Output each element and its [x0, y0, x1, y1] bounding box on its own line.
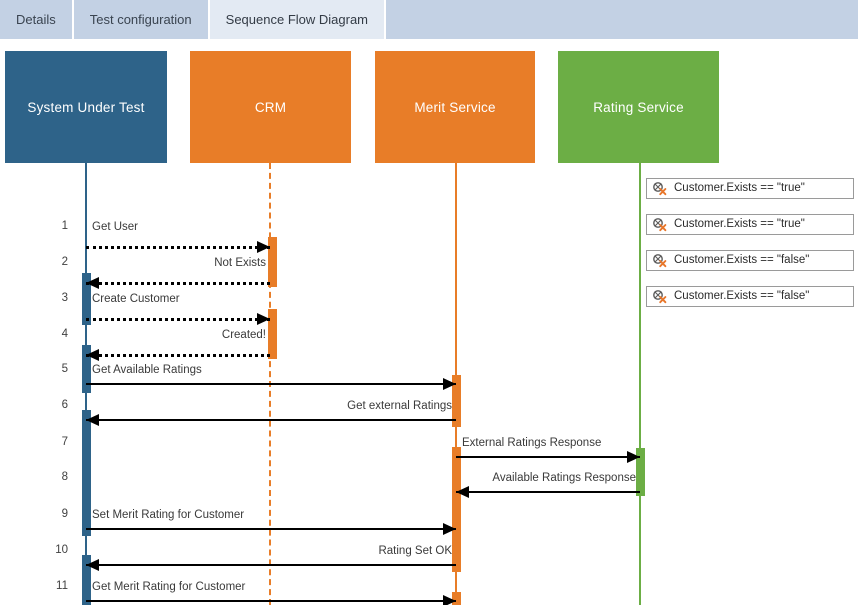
- lifeline-rating-service: [639, 163, 641, 605]
- message-arrowhead: [86, 277, 99, 289]
- activation-bar: [82, 345, 91, 393]
- activation-bar: [82, 555, 91, 605]
- message-arrowhead: [257, 313, 270, 325]
- message-line[interactable]: [86, 600, 456, 602]
- message-arrowhead: [86, 559, 99, 571]
- condition-text: Customer.Exists == "true": [674, 181, 805, 194]
- message-line[interactable]: [86, 419, 456, 421]
- message-label: Get Available Ratings: [92, 364, 202, 376]
- message-label: Get User: [92, 221, 139, 233]
- message-arrowhead: [257, 241, 270, 253]
- activation-bar: [82, 273, 91, 325]
- condition-icon: [652, 289, 667, 304]
- message-label: Created!: [221, 329, 266, 341]
- condition-icon: [652, 217, 667, 232]
- actor-box-merit-service[interactable]: Merit Service: [375, 51, 535, 163]
- message-number: 9: [61, 508, 68, 520]
- message-arrowhead: [627, 451, 640, 463]
- activation-bar: [82, 410, 91, 536]
- message-arrowhead: [443, 595, 456, 605]
- message-line[interactable]: [86, 354, 270, 357]
- message-line[interactable]: [86, 383, 456, 385]
- condition-icon: [652, 253, 667, 268]
- activation-bar: [452, 484, 461, 536]
- activation-bar: [268, 237, 277, 287]
- message-number: 1: [61, 220, 68, 232]
- condition-text: Customer.Exists == "true": [674, 217, 805, 230]
- message-arrowhead: [456, 486, 469, 498]
- condition-annotation-box[interactable]: Customer.Exists == "false": [646, 286, 854, 307]
- actor-box-rating-service[interactable]: Rating Service: [558, 51, 719, 163]
- message-arrowhead: [86, 349, 99, 361]
- tab-test-configuration[interactable]: Test configuration: [73, 0, 210, 39]
- activation-bar: [636, 448, 645, 496]
- message-arrowhead: [443, 378, 456, 390]
- message-number: 6: [61, 399, 68, 411]
- message-label: Available Ratings Response: [492, 472, 636, 484]
- message-number: 8: [61, 471, 68, 483]
- actor-box-system-under-test[interactable]: System Under Test: [5, 51, 167, 163]
- actor-box-crm[interactable]: CRM: [190, 51, 351, 163]
- message-line[interactable]: [456, 456, 640, 458]
- activation-bar: [452, 520, 461, 572]
- condition-annotation-box[interactable]: Customer.Exists == "true": [646, 214, 854, 235]
- condition-text: Customer.Exists == "false": [674, 289, 810, 302]
- message-label: Create Customer: [92, 293, 180, 305]
- message-arrowhead: [86, 414, 99, 426]
- condition-text: Customer.Exists == "false": [674, 253, 810, 266]
- message-label: Get external Ratings: [347, 400, 452, 412]
- activation-bar: [452, 375, 461, 427]
- message-number: 7: [61, 436, 68, 448]
- message-number: 11: [56, 580, 68, 592]
- message-line[interactable]: [86, 246, 270, 249]
- condition-annotation-box[interactable]: Customer.Exists == "false": [646, 250, 854, 271]
- message-number: 10: [55, 544, 68, 556]
- message-arrowhead: [443, 523, 456, 535]
- activation-bar: [268, 309, 277, 359]
- message-line[interactable]: [86, 282, 270, 285]
- message-number: 2: [61, 256, 68, 268]
- tab-bar-filler: [386, 0, 858, 39]
- message-label: Rating Set OK: [378, 545, 452, 557]
- message-label: External Ratings Response: [462, 437, 602, 449]
- condition-icon: [652, 181, 667, 196]
- tab-sequence-flow-diagram[interactable]: Sequence Flow Diagram: [209, 0, 387, 39]
- message-line[interactable]: [456, 491, 640, 493]
- activation-bar: [452, 592, 461, 605]
- message-label: Not Exists: [214, 257, 266, 269]
- message-number: 3: [61, 292, 68, 304]
- tab-details[interactable]: Details: [0, 0, 74, 39]
- message-label: Get Merit Rating for Customer: [92, 581, 246, 593]
- message-line[interactable]: [86, 564, 456, 566]
- condition-annotation-box[interactable]: Customer.Exists == "true": [646, 178, 854, 199]
- message-number: 4: [61, 328, 68, 340]
- activation-bar: [452, 447, 461, 499]
- message-line[interactable]: [86, 318, 270, 321]
- message-number: 5: [61, 363, 68, 375]
- message-label: Set Merit Rating for Customer: [92, 509, 245, 521]
- message-line[interactable]: [86, 528, 456, 530]
